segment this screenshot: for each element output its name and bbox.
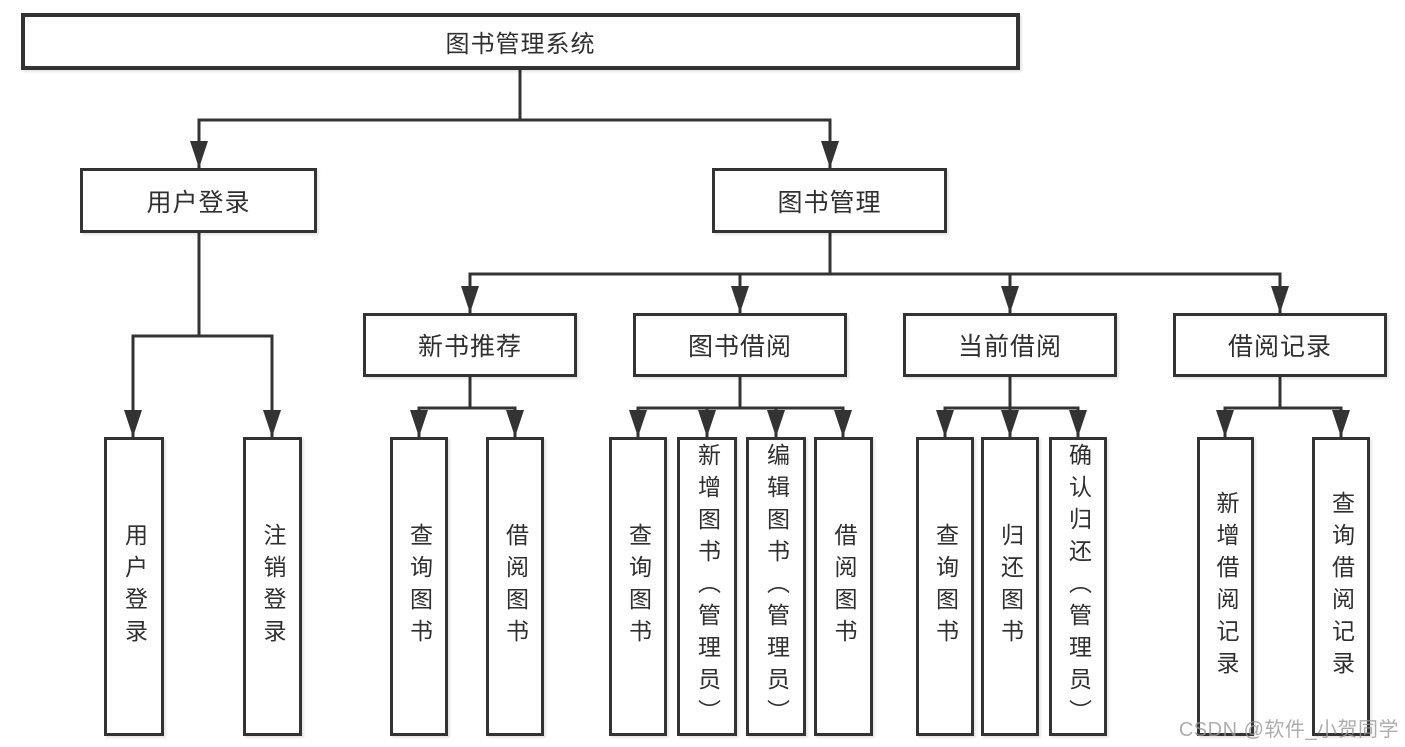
leaf-label: 查询图书 xyxy=(406,522,433,651)
leaf-query-books-borrowing: 查询图书 xyxy=(609,437,667,736)
csdn-watermark: CSDN @软件_小贺同学 xyxy=(1178,719,1399,741)
leaf-label: 注销登录 xyxy=(260,522,286,651)
leaf-return-books: 归还图书 xyxy=(981,437,1039,736)
node-label: 图书管理系统 xyxy=(445,31,596,58)
node-label: 图书借阅 xyxy=(687,333,792,361)
node-library-management-system: 图书管理系统 xyxy=(21,13,1020,70)
node-label: 图书管理 xyxy=(777,188,882,217)
leaf-label: 查询图书 xyxy=(932,522,959,651)
leaf-user-login: 用户登录 xyxy=(104,437,164,736)
leaf-logout: 注销登录 xyxy=(243,437,302,736)
leaf-label: 编辑图书（管理员） xyxy=(763,442,790,731)
tree-edges xyxy=(131,70,1343,437)
leaf-label: 新增图书（管理员） xyxy=(694,442,721,731)
leaf-borrow-books-recommend: 借阅图书 xyxy=(486,437,544,736)
node-book-borrowing: 图书借阅 xyxy=(633,313,847,377)
leaf-query-books-current: 查询图书 xyxy=(916,437,974,736)
node-label: 用户登录 xyxy=(146,188,251,217)
node-borrowing-records: 借阅记录 xyxy=(1173,313,1387,377)
leaf-label: 确认归还（管理员） xyxy=(1065,442,1092,731)
leaf-label: 借阅图书 xyxy=(502,522,529,651)
leaf-query-books-recommend: 查询图书 xyxy=(390,437,448,736)
node-book-management: 图书管理 xyxy=(712,168,947,233)
leaf-query-borrow-record: 查询借阅记录 xyxy=(1312,437,1370,736)
arrowheads xyxy=(124,141,1350,437)
node-label: 新书推荐 xyxy=(417,333,522,361)
node-current-borrowing: 当前借阅 xyxy=(903,313,1117,377)
leaf-label: 借阅图书 xyxy=(831,522,857,651)
node-label: 当前借阅 xyxy=(957,333,1062,361)
leaf-label: 查询借阅记录 xyxy=(1328,490,1355,683)
leaf-label: 新增借阅记录 xyxy=(1213,490,1239,683)
leaf-confirm-return-admin: 确认归还（管理员） xyxy=(1049,437,1107,736)
node-user-login: 用户登录 xyxy=(80,168,317,233)
node-label: 借阅记录 xyxy=(1227,333,1332,361)
leaf-borrow-books: 借阅图书 xyxy=(814,437,873,736)
leaf-add-books-admin: 新增图书（管理员） xyxy=(677,437,737,736)
leaf-label: 查询图书 xyxy=(625,522,652,651)
leaf-add-borrow-record: 新增借阅记录 xyxy=(1197,437,1254,736)
leaf-label: 用户登录 xyxy=(121,522,148,651)
node-new-book-recommendation: 新书推荐 xyxy=(363,313,577,377)
leaf-label: 归还图书 xyxy=(997,522,1024,651)
leaf-edit-books-admin: 编辑图书（管理员） xyxy=(746,437,806,736)
